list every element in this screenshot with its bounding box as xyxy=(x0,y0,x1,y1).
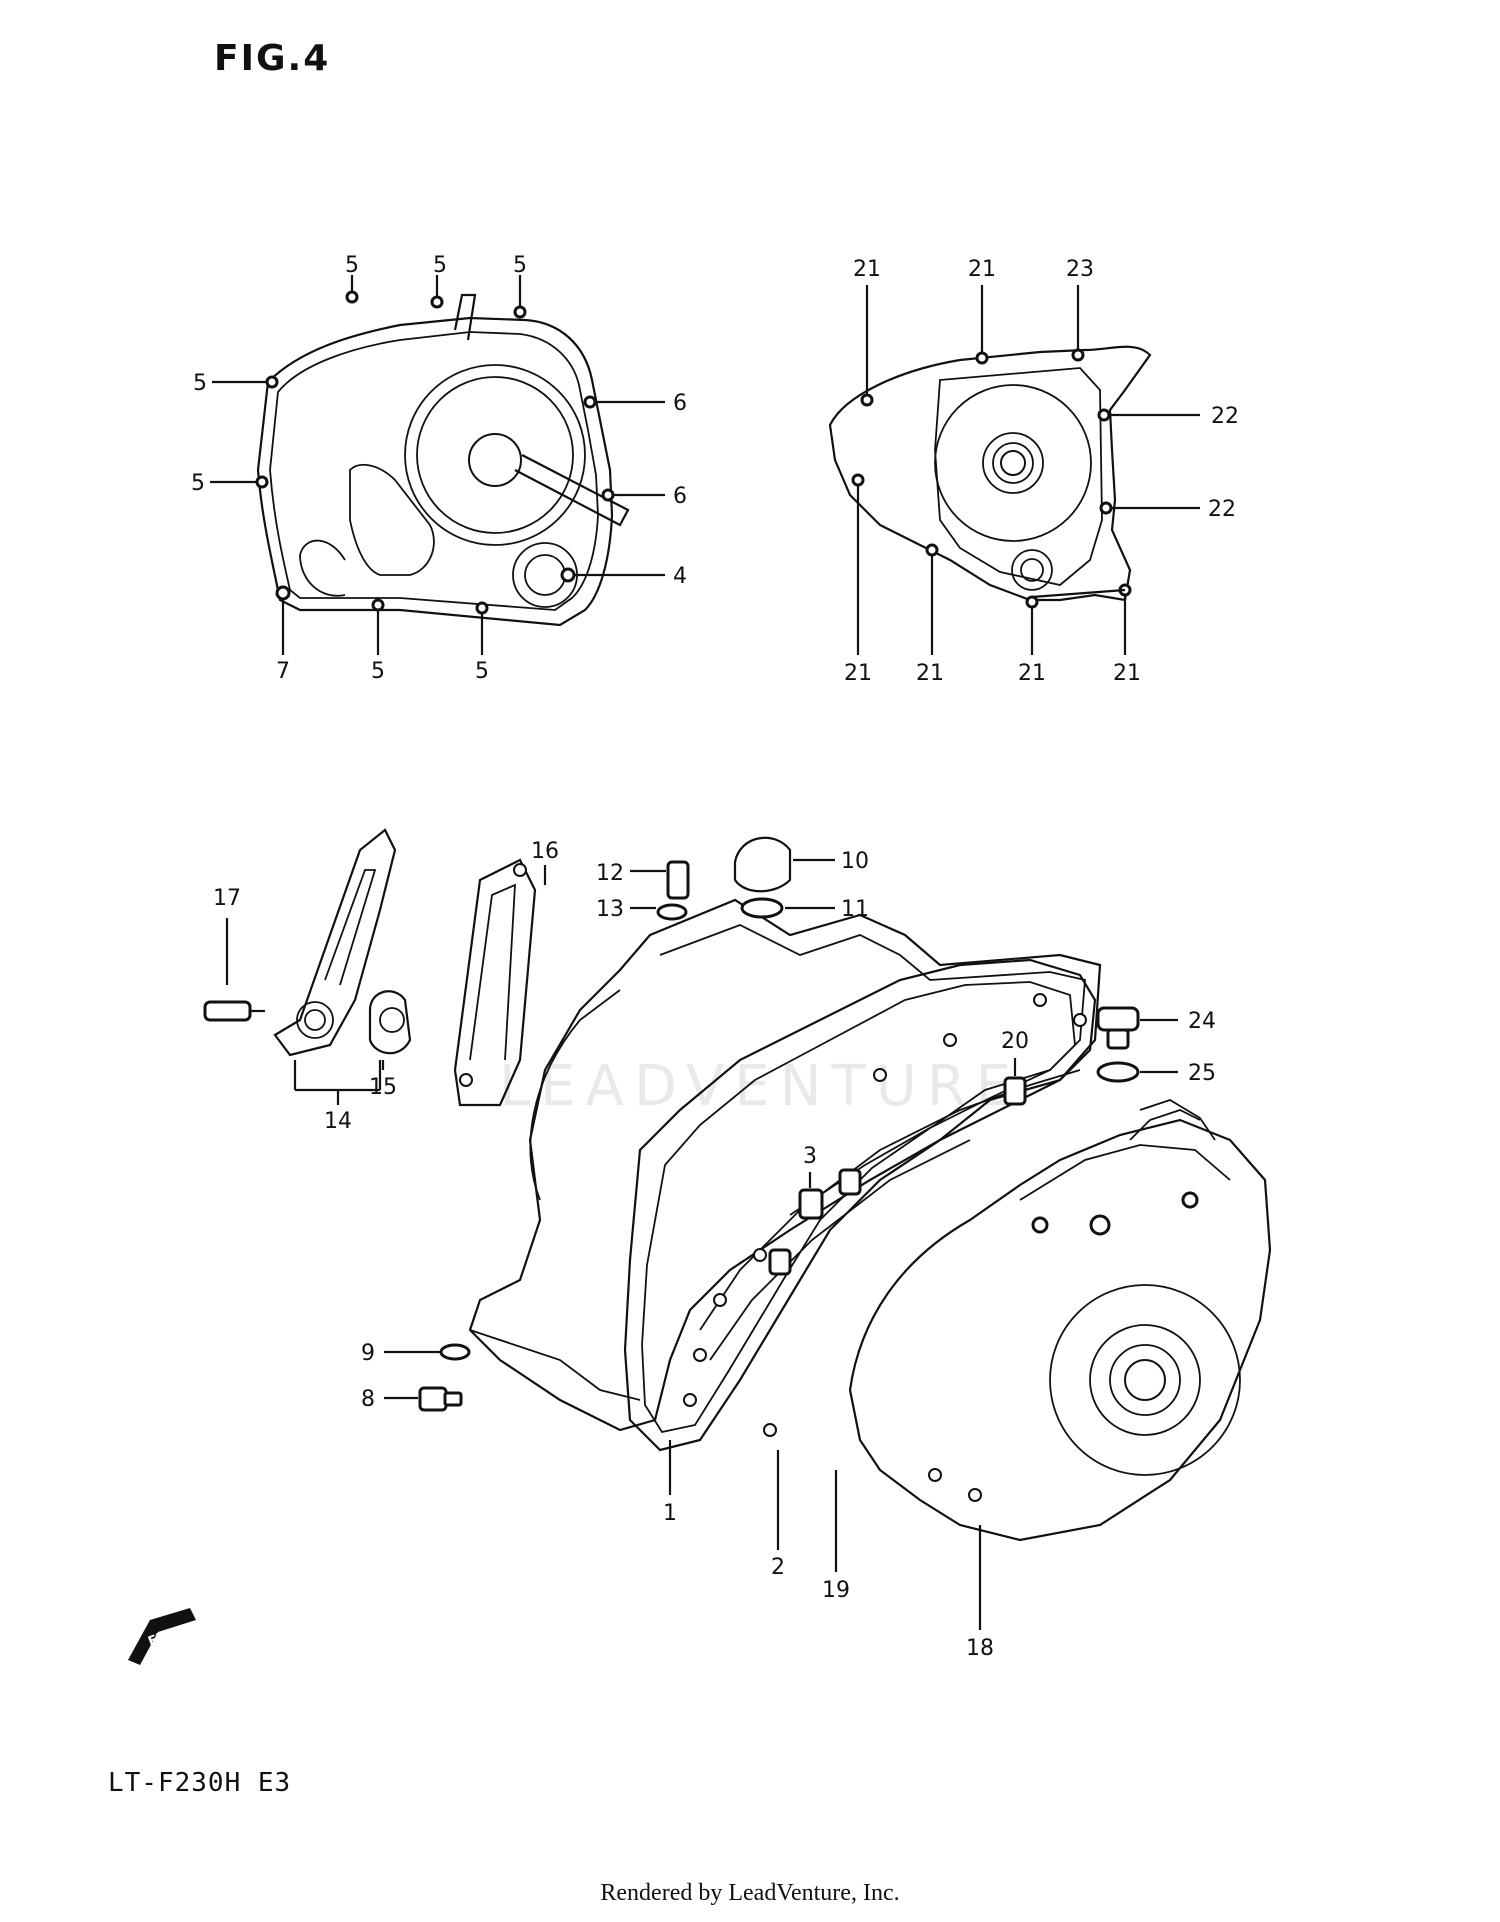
callout-label: 22 xyxy=(1208,497,1236,522)
clutch-cover-drawing xyxy=(255,290,630,627)
magneto-cover-drawing xyxy=(828,345,1152,609)
callout-label: 25 xyxy=(1188,1061,1216,1086)
callout-label: 16 xyxy=(531,839,559,864)
watermark-text: LEADVENTURE xyxy=(499,1054,1021,1119)
callout-label: 5 xyxy=(193,371,207,396)
callout-label: 15 xyxy=(369,1075,397,1100)
callout-label: 24 xyxy=(1188,1009,1216,1034)
callout-label: 5 xyxy=(191,471,205,496)
callout-label: 18 xyxy=(966,1636,994,1661)
callout-label: 11 xyxy=(841,897,869,922)
callout-label: 21 xyxy=(844,661,872,686)
callout-label: 21 xyxy=(1018,661,1046,686)
figure-title: FIG.4 xyxy=(214,38,331,79)
callout-label: 10 xyxy=(841,849,869,874)
callout-label: 22 xyxy=(1211,404,1239,429)
callout-label: 5 xyxy=(513,253,527,278)
callout-label: 4 xyxy=(673,564,687,589)
model-code: LT-F230H E3 xyxy=(108,1768,292,1798)
callout-label: 7 xyxy=(276,659,290,684)
callout-label: 5 xyxy=(433,253,447,278)
crankcase-assembly-drawing xyxy=(468,898,1272,1542)
callout-label: 1 xyxy=(663,1501,677,1526)
callout-label: 5 xyxy=(371,659,385,684)
callout-label: 23 xyxy=(1066,257,1094,282)
callout-label: 19 xyxy=(822,1578,850,1603)
callout-label: 21 xyxy=(853,257,881,282)
callout-label: 3 xyxy=(803,1144,817,1169)
callout-label: 9 xyxy=(361,1341,375,1366)
callout-labels: 5 5 5 5 5 6 6 4 7 5 5 21 21 23 22 22 21 … xyxy=(191,253,1239,1661)
magneto-cover-leaders xyxy=(856,285,1200,655)
callout-label: 5 xyxy=(345,253,359,278)
callout-label: 21 xyxy=(916,661,944,686)
callout-label: 5 xyxy=(475,659,489,684)
callout-label: 17 xyxy=(213,886,241,911)
callout-label: 21 xyxy=(968,257,996,282)
crankcase-leaders xyxy=(225,858,1178,1630)
callout-label: 2 xyxy=(771,1555,785,1580)
callout-label: 14 xyxy=(324,1109,352,1134)
callout-label: 12 xyxy=(596,861,624,886)
callout-label: 6 xyxy=(673,391,687,416)
callout-label: 8 xyxy=(361,1387,375,1412)
fwd-arrow-icon: FWD xyxy=(128,1608,196,1665)
callout-label: 13 xyxy=(596,897,624,922)
oil-pump-bracket-parts xyxy=(203,828,537,1107)
callout-label: 21 xyxy=(1113,661,1141,686)
callout-label: 6 xyxy=(673,484,687,509)
footer-credit: Rendered by LeadVenture, Inc. xyxy=(600,1880,900,1906)
clutch-cover-leaders xyxy=(210,275,665,655)
plugs-and-washers xyxy=(418,836,1140,1412)
callout-label: 20 xyxy=(1001,1029,1029,1054)
